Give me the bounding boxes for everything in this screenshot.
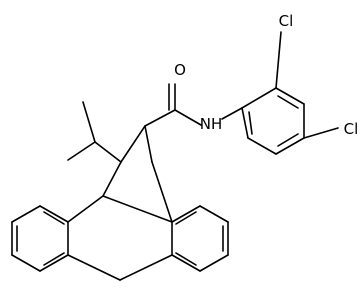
bond-line — [221, 107, 243, 120]
bond-line — [199, 205, 229, 223]
chlorine-label-right: Cl — [344, 120, 359, 138]
bond-line — [241, 87, 277, 109]
bond-line — [247, 137, 277, 155]
bond-line — [171, 205, 201, 223]
atom-labels: Cl Cl O NH — [174, 12, 358, 138]
bond-line — [275, 31, 282, 89]
bond-line — [248, 111, 253, 135]
bond-line — [151, 161, 173, 223]
bond-line — [171, 254, 201, 272]
bond-line — [39, 254, 69, 272]
oxygen-label: O — [174, 61, 186, 79]
bond-lines — [11, 31, 339, 281]
bond-line — [303, 127, 339, 139]
bond-line — [174, 109, 202, 126]
bond-line — [82, 101, 96, 143]
bond-line — [241, 107, 249, 139]
bond-line — [11, 254, 41, 272]
bond-line — [67, 254, 121, 281]
bond-line — [39, 205, 69, 223]
bond-line — [275, 137, 305, 155]
bond-line — [67, 195, 104, 223]
bond-line — [102, 195, 173, 223]
amide-nh-label: NH — [200, 115, 223, 133]
bond-line — [144, 109, 176, 127]
bond-line — [275, 87, 305, 105]
bond-line — [144, 125, 153, 163]
bond-line — [175, 252, 197, 266]
bond-line — [67, 141, 96, 161]
bond-line — [43, 252, 65, 266]
bond-line — [175, 211, 197, 225]
bond-line — [94, 141, 122, 163]
chlorine-label-top: Cl — [279, 12, 294, 30]
bond-line — [199, 254, 229, 272]
bond-line — [119, 254, 173, 281]
bond-line — [11, 205, 41, 223]
bond-line — [120, 125, 146, 163]
bond-line — [43, 211, 65, 225]
bond-line — [277, 95, 299, 109]
bond-line — [102, 161, 122, 197]
bond-line — [277, 133, 299, 147]
